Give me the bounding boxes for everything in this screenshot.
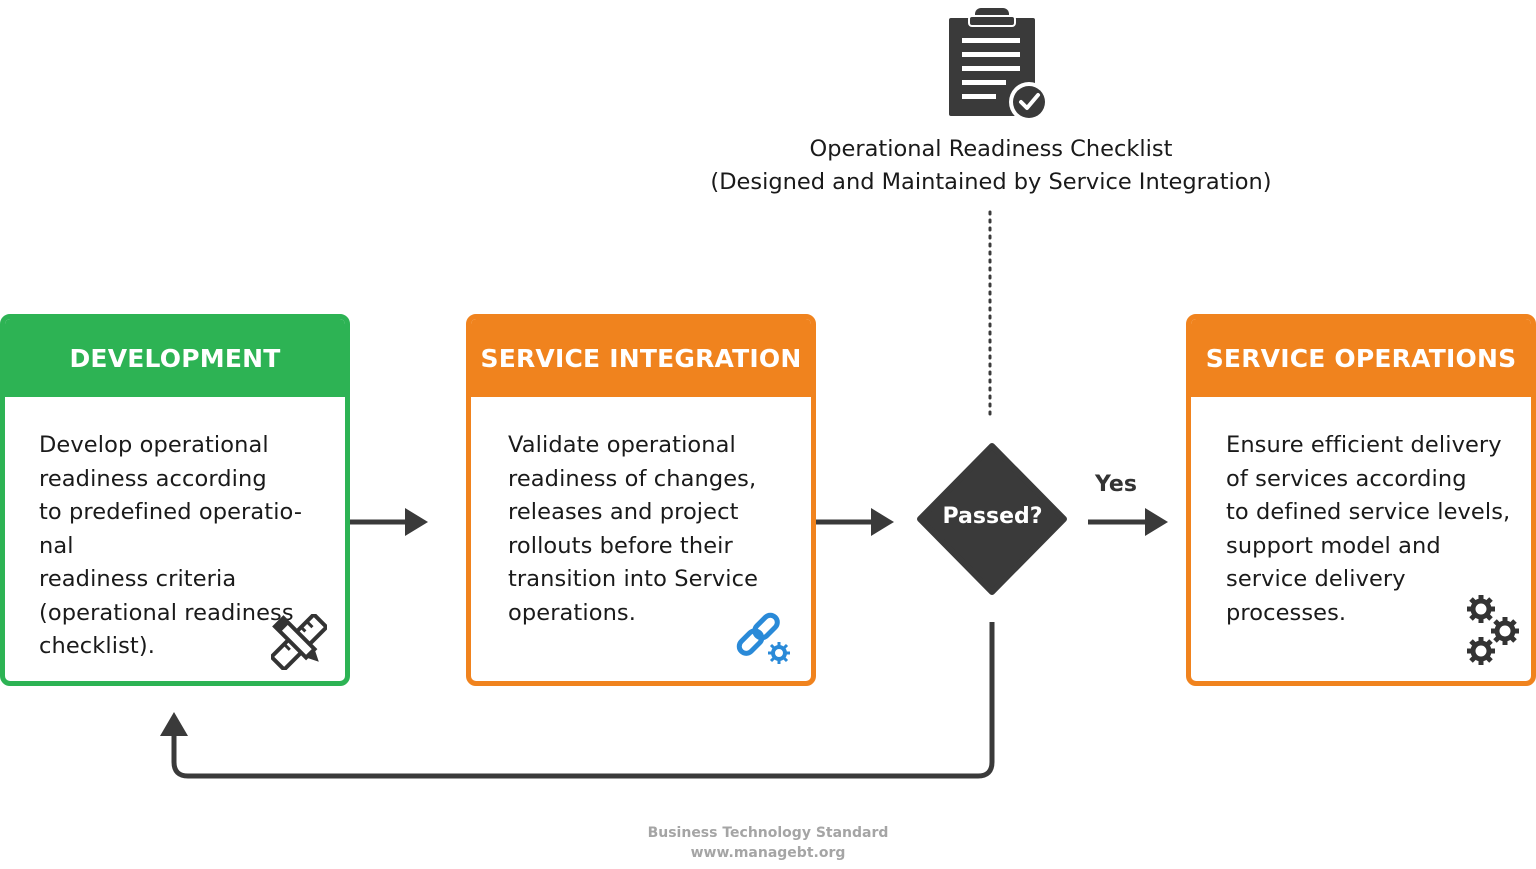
clipboard-check-icon (949, 8, 1049, 122)
arrow-decision-to-operations (1088, 508, 1168, 536)
footer-line2: www.managebt.org (690, 845, 846, 861)
card-service-integration-title: SERVICE INTEGRATION (480, 343, 802, 373)
decision-diamond (917, 443, 1067, 595)
checklist-title: Operational Readiness Checklist (Designe… (560, 133, 1422, 199)
card-development-header: DEVELOPMENT (5, 319, 345, 397)
card-development: DEVELOPMENT Develop operational readines… (0, 314, 350, 686)
card-service-integration-body: Validate operational readiness of change… (508, 432, 759, 626)
card-development-title: DEVELOPMENT (69, 343, 281, 373)
ruler-pencil-icon (271, 614, 327, 670)
footer-line1: Business Technology Standard (647, 825, 889, 841)
card-service-operations-body: Ensure efficient delivery of services ac… (1226, 432, 1511, 626)
arrow-integration-to-decision (816, 508, 894, 536)
decision-label: Passed? (942, 504, 1043, 529)
yes-label: Yes (1095, 472, 1137, 497)
card-service-operations-header: SERVICE OPERATIONS (1191, 319, 1531, 397)
gears-icon (1467, 595, 1519, 665)
feedback-loop-arrow (160, 622, 995, 779)
checklist-title-line2: (Designed and Maintained by Service Inte… (710, 169, 1272, 195)
footer: Business Technology Standard www.manageb… (568, 823, 968, 863)
card-development-body: Develop operational readiness according … (39, 432, 303, 659)
link-gear-icon (736, 612, 790, 664)
card-service-operations-title: SERVICE OPERATIONS (1205, 343, 1517, 373)
checklist-title-line1: Operational Readiness Checklist (809, 136, 1173, 162)
card-service-integration: SERVICE INTEGRATION Validate operational… (466, 314, 816, 686)
card-service-operations: SERVICE OPERATIONS Ensure efficient deli… (1186, 314, 1536, 686)
arrow-dev-to-integration (350, 508, 428, 536)
card-service-integration-header: SERVICE INTEGRATION (471, 319, 811, 397)
